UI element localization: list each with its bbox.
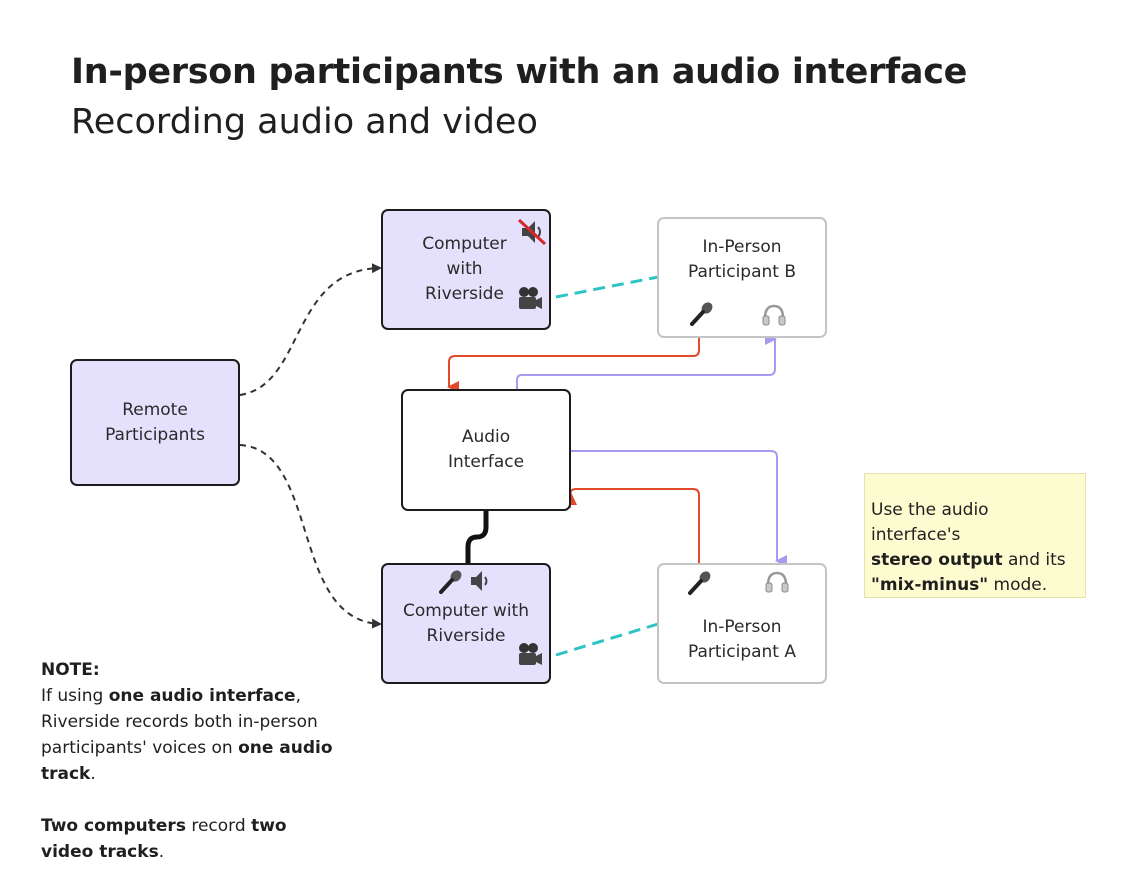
sticky-text-1: Use the audio interface's: [871, 500, 989, 545]
participant-a-label: In-Person Participant A: [687, 617, 797, 662]
video-camera-icon: [516, 642, 544, 672]
interface-to-participant-a-headphones: [570, 450, 787, 567]
note-p2-bold-computers: Two computers: [41, 816, 186, 836]
sticky-text-2: and its: [1002, 550, 1066, 570]
computer-top-node: Computer with Riverside: [381, 209, 551, 330]
note-p2-bold-video: two video tracks: [41, 816, 287, 862]
speaker-icon: [466, 567, 494, 599]
note-p1-bold-interface: one audio interface: [108, 686, 296, 706]
participant-b-label: In-Person Participant B: [687, 237, 797, 282]
sticky-bold-stereo-output: stereo output: [871, 550, 1003, 570]
note-p1-a: If using: [41, 686, 109, 706]
participant-a-node: In-Person Participant A: [657, 563, 827, 684]
microphone-icon: [689, 301, 715, 331]
participant-b-node: In-Person Participant B: [657, 217, 827, 338]
recording-note: NOTE: If using one audio interface, Rive…: [41, 657, 341, 865]
bottom-video-link: [555, 622, 659, 657]
usb-cable: [465, 508, 489, 568]
microphone-icon: [438, 569, 464, 599]
video-camera-icon: [516, 286, 544, 316]
note-p1-e: .: [90, 764, 96, 784]
participant-a-mic-to-interface: [569, 488, 700, 564]
top-video-link: [555, 275, 659, 299]
mix-minus-sticky-note: Use the audio interface's stereo output …: [864, 473, 1086, 598]
computer-bottom-node: Computer with Riverside: [381, 563, 551, 684]
headphones-icon: [764, 570, 790, 598]
note-p2-d: .: [158, 842, 165, 862]
note-heading: NOTE:: [41, 660, 100, 680]
computer-top-label: Computer with Riverside: [422, 234, 507, 304]
note-p2-b: record: [185, 816, 252, 836]
microphone-icon: [687, 570, 713, 600]
audio-interface-label: Audio Interface: [447, 427, 525, 472]
note-p1-c: , Riverside records both in-person parti…: [41, 686, 318, 758]
computer-bottom-label: Computer with Riverside: [403, 600, 529, 646]
audio-interface-node: Audio Interface: [401, 389, 571, 511]
remote-to-top-computer-link: [231, 263, 382, 402]
interface-to-participant-b-headphones: [516, 333, 777, 390]
sticky-text-3: mode.: [988, 575, 1048, 595]
remote-to-bottom-computer-link: [231, 439, 382, 629]
participant-b-mic-to-interface: [447, 338, 700, 393]
diagram-subtitle: Recording audio and video: [71, 102, 538, 142]
diagram-title: In-person participants with an audio int…: [71, 52, 968, 92]
note-p1-bold-track: one audio track: [41, 738, 333, 784]
speaker-muted-icon: [516, 216, 548, 252]
sticky-bold-mix-minus: "mix-minus": [871, 575, 989, 595]
headphones-icon: [761, 303, 787, 331]
remote-participants-node: Remote Participants: [70, 359, 240, 486]
remote-participants-label: Remote Participants: [105, 399, 205, 445]
